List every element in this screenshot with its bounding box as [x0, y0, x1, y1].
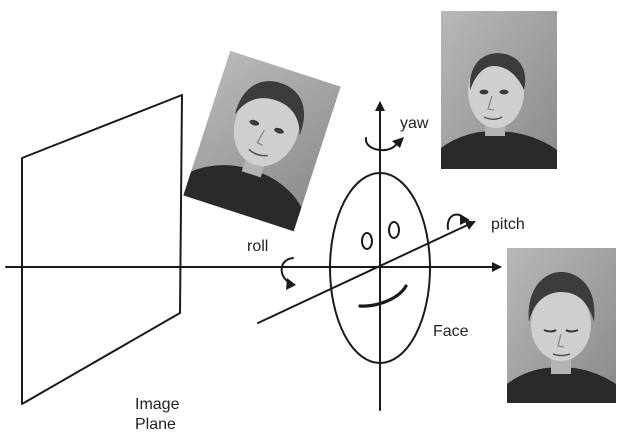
roll-rotation-arrowhead — [286, 278, 296, 290]
rolled-face-photo — [183, 50, 341, 232]
pitch-face-photo — [507, 248, 616, 403]
yaw-rotation-arrow — [365, 137, 399, 151]
face-right-eye — [388, 221, 400, 239]
face-mouth — [358, 284, 408, 308]
roll-label: roll — [247, 238, 268, 255]
image-plane-label-line1: Image — [135, 396, 180, 413]
pitch-label: pitch — [491, 216, 525, 233]
face-oval — [329, 172, 431, 364]
face-label: Face — [433, 323, 469, 340]
yaw-label: yaw — [400, 115, 429, 132]
image-plane — [21, 94, 183, 405]
yaw-rotation-arrowhead — [392, 137, 404, 148]
image-plane-label-line2: Plane — [135, 416, 176, 433]
pitch-rotation-arrowhead — [460, 214, 470, 225]
face-left-eye — [361, 232, 373, 250]
pitch-axis — [257, 220, 476, 324]
yaw-face-photo — [441, 11, 557, 169]
